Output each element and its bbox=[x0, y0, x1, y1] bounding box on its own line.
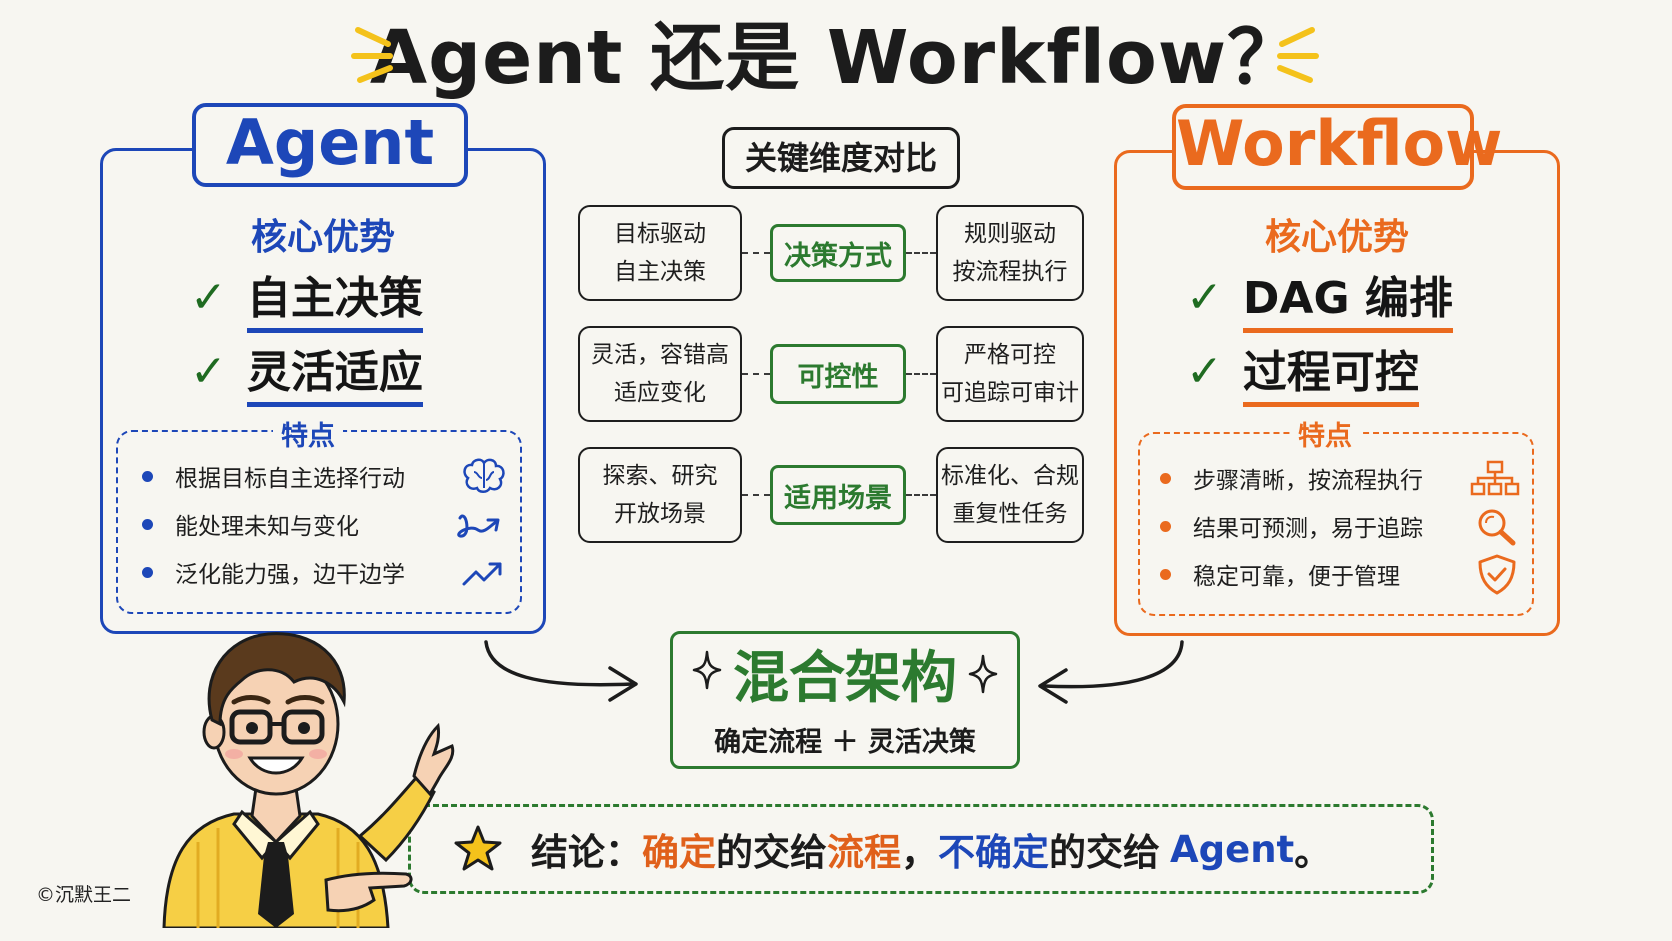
hybrid-subtitle: 确定流程 ＋ 灵活决策 bbox=[714, 727, 976, 758]
workflow-advantage-2: ✓ 过程可控 bbox=[1186, 336, 1419, 407]
list-item: 结果可预测，易于追踪 bbox=[1160, 502, 1522, 550]
list-item: 步骤清晰，按流程执行 bbox=[1160, 454, 1522, 502]
star-icon bbox=[454, 825, 502, 871]
dimension-scenario: 适用场景 bbox=[770, 465, 906, 525]
dimension-control: 可控性 bbox=[770, 344, 906, 404]
hierarchy-icon bbox=[1470, 460, 1520, 496]
arrow-workflow-to-hybrid bbox=[1038, 640, 1184, 704]
comparison-heading: 关键维度对比 bbox=[722, 127, 960, 189]
connector-line bbox=[742, 252, 770, 254]
magnifier-icon bbox=[1478, 509, 1516, 546]
connector-line bbox=[906, 373, 936, 375]
compare-agent-scenario: 探索、研究 开放场景 bbox=[578, 447, 742, 543]
agent-advantages-heading: 核心优势 bbox=[250, 217, 395, 258]
connector-line bbox=[742, 494, 770, 496]
hybrid-architecture-box: 混合架构 确定流程 ＋ 灵活决策 bbox=[670, 631, 1020, 769]
copyright: ©沉默王二 bbox=[36, 884, 132, 906]
list-item: 泛化能力强，边干边学 bbox=[142, 548, 508, 596]
sparkle-icon bbox=[968, 654, 998, 694]
check-icon: ✓ bbox=[1186, 346, 1223, 397]
workflow-features-list: 步骤清晰，按流程执行 结果可预测，易于追踪 稳定可靠，便于管理 bbox=[1160, 454, 1522, 598]
conclusion-uncertain: 不确定 bbox=[938, 831, 1049, 874]
right-sparkle-icon bbox=[1262, 18, 1322, 88]
connector-line bbox=[906, 252, 936, 254]
conclusion-box: 结论： 确定 的交给 流程 ， 不确定 的交给 Agent 。 bbox=[408, 804, 1434, 894]
arrow-agent-to-hybrid bbox=[484, 640, 638, 702]
agent-features-list: 根据目标自主选择行动 能处理未知与变化 泛化能力强，边干边学 bbox=[142, 452, 508, 596]
conclusion-certain: 确定 bbox=[642, 831, 716, 874]
workflow-features-label: 特点 bbox=[1290, 414, 1360, 453]
conclusion-agent: Agent bbox=[1170, 827, 1295, 871]
connector-line bbox=[906, 494, 936, 496]
conclusion-prefix: 结论： bbox=[531, 831, 642, 874]
list-item: 根据目标自主选择行动 bbox=[142, 452, 508, 500]
list-item: 稳定可靠，便于管理 bbox=[1160, 550, 1522, 598]
left-sparkle-icon bbox=[348, 18, 408, 88]
check-icon: ✓ bbox=[190, 272, 227, 323]
check-icon: ✓ bbox=[1186, 272, 1223, 323]
brain-icon bbox=[463, 458, 505, 493]
compare-agent-decision: 目标驱动 自主决策 bbox=[578, 205, 742, 301]
squiggle-arrow-icon bbox=[457, 514, 500, 538]
hybrid-title: 混合架构 bbox=[733, 646, 957, 711]
presenter-illustration bbox=[162, 632, 455, 928]
trend-up-icon bbox=[462, 562, 502, 586]
dimension-decision: 决策方式 bbox=[770, 224, 906, 282]
agent-features-label: 特点 bbox=[273, 414, 343, 453]
compare-workflow-control: 严格可控 可追踪可审计 bbox=[936, 326, 1084, 422]
compare-agent-control: 灵活，容错高 适应变化 bbox=[578, 326, 742, 422]
sparkle-icon bbox=[692, 650, 722, 690]
workflow-advantages-heading: 核心优势 bbox=[1264, 217, 1409, 258]
shield-check-icon bbox=[1478, 554, 1516, 595]
connector-line bbox=[742, 373, 770, 375]
list-item: 能处理未知与变化 bbox=[142, 500, 508, 548]
check-icon: ✓ bbox=[190, 346, 227, 397]
conclusion-process: 流程 bbox=[827, 831, 901, 874]
workflow-advantage-1: ✓ DAG 编排 bbox=[1186, 262, 1453, 333]
workflow-title: Workflow bbox=[1172, 104, 1502, 190]
compare-workflow-scenario: 标准化、合规 重复性任务 bbox=[936, 447, 1084, 543]
compare-workflow-decision: 规则驱动 按流程执行 bbox=[936, 205, 1084, 301]
agent-title: Agent bbox=[192, 103, 468, 187]
page-title: Agent 还是 Workflow？ bbox=[369, 15, 1303, 101]
agent-advantage-1: ✓ 自主决策 bbox=[190, 262, 423, 333]
agent-advantage-2: ✓ 灵活适应 bbox=[190, 336, 423, 407]
